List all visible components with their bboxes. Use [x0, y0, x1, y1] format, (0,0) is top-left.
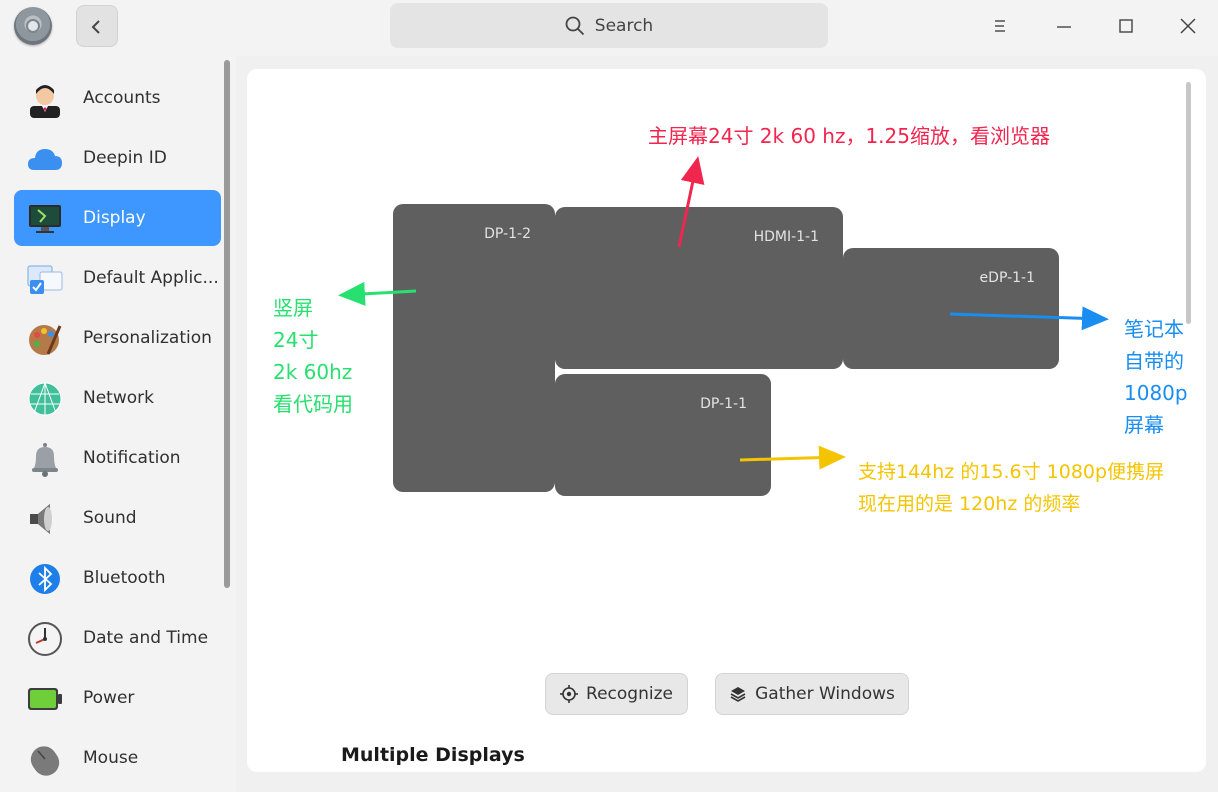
sidebar-item-label: Deepin ID	[83, 148, 167, 168]
monitor-label: HDMI-1-1	[753, 229, 819, 245]
monitor-icon	[29, 205, 61, 233]
annotation-main-screen: 主屏幕24寸 2k 60 hz，1.25缩放，看浏览器	[648, 124, 1050, 148]
network-globe-icon	[28, 382, 62, 416]
cloud-icon	[28, 149, 62, 170]
settings-app-icon	[14, 7, 52, 45]
gather-windows-label: Gather Windows	[755, 684, 895, 704]
sidebar-item-label: Display	[83, 208, 146, 228]
monitor-dp-1-1[interactable]: DP-1-1	[555, 374, 771, 496]
sidebar-item-date-and-time[interactable]: Date and Time	[14, 610, 221, 666]
monitor-label: eDP-1-1	[979, 270, 1035, 286]
section-heading: Multiple Displays	[341, 744, 525, 766]
monitor-hdmi-1-1[interactable]: HDMI-1-1	[555, 207, 843, 369]
recognize-label: Recognize	[586, 684, 673, 704]
close-icon	[1180, 18, 1196, 34]
sidebar-item-notification[interactable]: Notification	[14, 430, 221, 486]
sidebar-item-sound[interactable]: Sound	[14, 490, 221, 546]
sidebar-item-label: Power	[83, 688, 135, 708]
menu-button[interactable]	[982, 8, 1018, 44]
bell-icon	[32, 443, 58, 477]
target-icon	[560, 685, 579, 703]
sidebar-item-label: Personalization	[83, 328, 212, 348]
title-bar: Search	[0, 0, 1218, 56]
clock-icon	[28, 622, 62, 656]
search-placeholder: Search	[594, 15, 654, 36]
annotation-vertical-screen: 竖屏 24寸 2k 60hz 看代码用	[273, 296, 353, 416]
sidebar-item-bluetooth[interactable]: Bluetooth	[14, 550, 221, 606]
annotation-laptop-screen: 笔记本 自带的 1080p 屏幕	[1124, 317, 1188, 437]
chevron-left-icon	[91, 20, 100, 34]
search-icon	[565, 16, 584, 35]
search-input[interactable]: Search	[390, 3, 828, 48]
sidebar-item-label: Mouse	[83, 748, 139, 768]
layers-icon	[730, 687, 746, 702]
yellow-arrow	[739, 445, 846, 470]
sidebar-item-mouse[interactable]: Mouse	[14, 730, 221, 786]
accounts-icon	[30, 85, 60, 118]
sidebar-item-label: Network	[83, 388, 154, 408]
sidebar-item-default-applications[interactable]: Default Applic...	[14, 250, 221, 306]
bluetooth-icon	[30, 564, 60, 594]
monitor-label: DP-1-2	[484, 226, 531, 242]
sidebar-item-label: Sound	[83, 508, 137, 528]
sidebar-item-label: Bluetooth	[83, 568, 166, 588]
content-scrollbar[interactable]	[1186, 82, 1191, 324]
close-button[interactable]	[1170, 8, 1206, 44]
sidebar-item-label: Date and Time	[83, 628, 209, 648]
sidebar-item-label: Accounts	[83, 88, 161, 108]
sidebar-item-display[interactable]: Display	[14, 190, 221, 246]
gather-windows-button[interactable]: Gather Windows	[715, 673, 909, 715]
annotation-portable-screen: 支持144hz 的15.6寸 1080p便携屏 现在用的是 120hz 的频率	[858, 461, 1165, 515]
sidebar-item-power[interactable]: Power	[14, 670, 221, 726]
menu-icon	[995, 20, 1005, 32]
monitor-edp-1-1[interactable]: eDP-1-1	[843, 248, 1059, 369]
sidebar-item-label: Default Applic...	[83, 268, 219, 288]
speaker-icon	[30, 504, 52, 534]
sidebar-item-network[interactable]: Network	[14, 370, 221, 426]
mouse-icon	[30, 746, 60, 776]
default-apps-icon	[27, 265, 63, 294]
monitor-dp-1-2[interactable]: DP-1-2	[393, 204, 555, 492]
minimize-icon	[1057, 26, 1071, 28]
sidebar-scrollbar[interactable]	[224, 60, 230, 588]
palette-icon	[29, 325, 62, 355]
back-button[interactable]	[76, 5, 118, 47]
maximize-button[interactable]	[1108, 8, 1144, 44]
sidebar-item-accounts[interactable]: Accounts	[14, 70, 221, 126]
maximize-icon	[1119, 19, 1133, 33]
sidebar-item-label: Notification	[83, 448, 181, 468]
green-arrow	[338, 281, 417, 306]
sidebar-item-deepin-id[interactable]: Deepin ID	[14, 130, 221, 186]
blue-arrow	[949, 306, 1109, 331]
sidebar: Accounts Deepin ID Display Default Appli…	[0, 56, 236, 792]
red-arrow	[677, 156, 705, 248]
recognize-button[interactable]: Recognize	[545, 673, 688, 715]
sidebar-item-personalization[interactable]: Personalization	[14, 310, 221, 366]
minimize-button[interactable]	[1046, 8, 1082, 44]
monitor-label: DP-1-1	[700, 396, 747, 412]
battery-icon	[28, 688, 62, 710]
